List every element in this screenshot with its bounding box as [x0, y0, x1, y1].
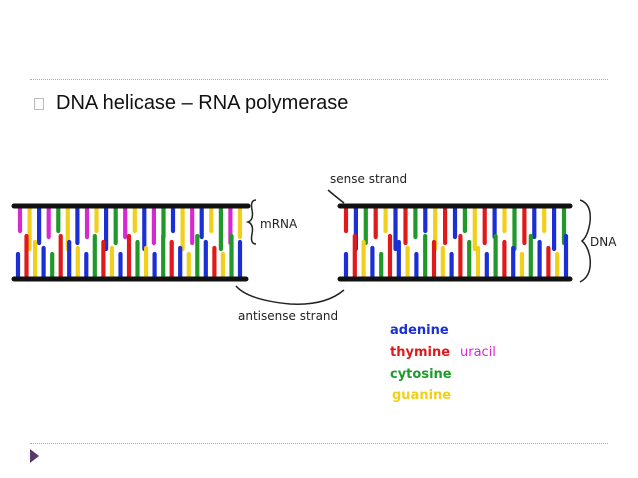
slide-heading: DNA helicase – RNA polymerase	[56, 92, 349, 114]
antisense-pointer	[235, 285, 345, 305]
legend-thymine: thymine	[390, 345, 450, 360]
right-bottom-bases	[343, 233, 569, 281]
top-divider	[30, 79, 608, 80]
bullet-box-icon	[34, 97, 44, 110]
bullet-item: DNA helicase – RNA polymerase	[34, 92, 348, 115]
sense-pointer	[327, 189, 345, 204]
legend-uracil: uracil	[460, 345, 496, 360]
left-top-bases	[17, 204, 243, 252]
left-bottom-bases	[15, 233, 243, 281]
legend-adenine: adenine	[390, 323, 449, 338]
dna-brace	[579, 199, 592, 283]
bottom-divider	[30, 443, 608, 444]
mrna-label: mRNA	[260, 217, 298, 231]
dna-label: DNA	[590, 235, 617, 249]
legend-cytosine: cytosine	[390, 367, 452, 382]
legend-guanine: guanine	[392, 388, 451, 403]
mrna-brace	[245, 199, 257, 245]
antisense-strand-label: antisense strand	[238, 309, 338, 323]
sense-strand-label: sense strand	[330, 172, 407, 186]
next-slide-arrow-icon[interactable]	[30, 449, 39, 463]
